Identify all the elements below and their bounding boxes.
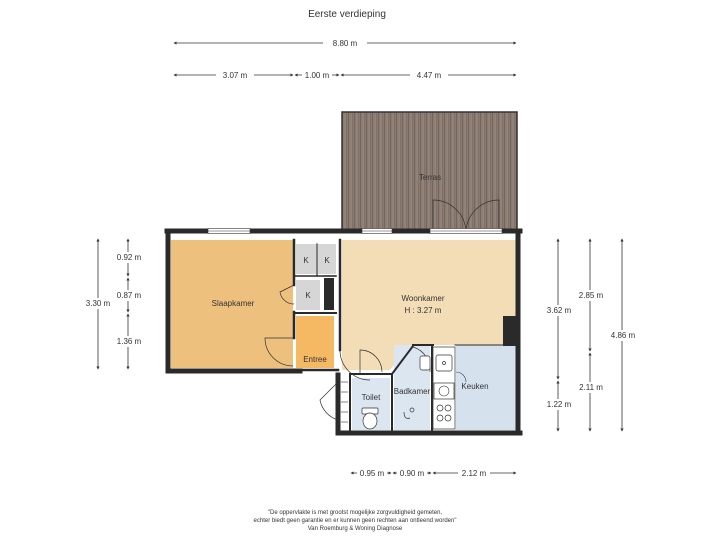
windows xyxy=(207,228,503,234)
dim-right-total: 4.86 m xyxy=(611,331,636,340)
keuken-curve xyxy=(455,371,467,383)
floor-title: Eerste verdieping xyxy=(308,9,386,20)
dim-right-inner-bottom: 1.22 m xyxy=(547,400,572,409)
terras-label: Terras xyxy=(419,173,441,182)
dim-seg-right: 4.47 m xyxy=(417,71,442,80)
dim-bottom-b: 0.90 m xyxy=(400,469,425,478)
entrance-stairs xyxy=(341,381,348,423)
dim-right-inner: 3.62 m xyxy=(547,306,572,315)
disclaimer-line-1: "De oppervlakte is met grootst mogelijke… xyxy=(268,510,443,516)
kast-1 xyxy=(296,244,316,274)
entree-room xyxy=(296,316,334,368)
terras-deck xyxy=(341,111,518,231)
slaapkamer-label: Slaapkamer xyxy=(212,299,255,308)
walls xyxy=(164,228,523,436)
woonkamer-room xyxy=(342,240,516,370)
dim-left-bottom: 1.36 m xyxy=(117,337,142,346)
toilet-label: Toilet xyxy=(362,393,381,402)
terras-door xyxy=(432,199,500,234)
woonkamer-height: H : 3.27 m xyxy=(405,306,442,315)
stove-burner-icon xyxy=(436,404,444,412)
washbasin-icon xyxy=(419,355,431,371)
dim-right-lower: 2.11 m xyxy=(579,383,603,392)
toilet-bowl-icon xyxy=(361,407,379,430)
kast-1-label: K xyxy=(303,256,309,265)
dim-total-width: 8.80 m xyxy=(333,39,358,48)
dim-left-total: 3.30 m xyxy=(86,299,111,308)
disclaimer-line-3: Van Roemburg & Woning Diagnose xyxy=(308,526,403,532)
dim-left-mid: 0.87 m xyxy=(117,291,142,300)
dim-bottom-c: 2.12 m xyxy=(462,469,487,478)
shower-drain-icon xyxy=(403,407,415,419)
extractor-icon xyxy=(438,385,450,397)
keuken-label: Keuken xyxy=(461,382,488,391)
dim-bottom-a: 0.95 m xyxy=(360,469,385,478)
dim-seg-mid: 1.00 m xyxy=(305,71,330,80)
badkamer-label: Badkamer xyxy=(394,387,431,396)
kast-3-label: K xyxy=(305,291,311,300)
dim-left-top: 0.92 m xyxy=(117,253,142,262)
dim-right-upper: 2.85 m xyxy=(579,291,604,300)
slaapkamer-room xyxy=(171,240,293,368)
disclaimer-line-2: echter biedt geen garantie en er kunnen … xyxy=(254,518,457,524)
kitchen-counter xyxy=(432,346,456,430)
woonkamer-label: Woonkamer xyxy=(402,294,445,303)
kast-2-label: K xyxy=(324,256,330,265)
keuken-room xyxy=(456,345,516,430)
kast-2 xyxy=(318,244,336,274)
dim-seg-left: 3.07 m xyxy=(223,71,248,80)
kast-3 xyxy=(296,280,320,310)
entree-label: Entree xyxy=(303,355,327,364)
